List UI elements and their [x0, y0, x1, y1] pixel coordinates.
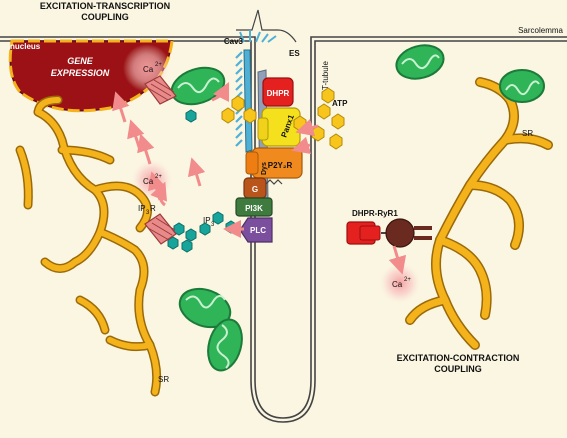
svg-text:3: 3: [211, 222, 215, 228]
atp-label: ATP: [332, 99, 348, 108]
panx1-channel: [257, 107, 301, 147]
svg-text:Ca: Ca: [143, 65, 154, 74]
svg-text:IP: IP: [138, 204, 146, 213]
extracellular-space-trace: [236, 9, 297, 43]
g-protein-linker: [265, 179, 283, 185]
ip3-label: IP 3: [203, 216, 215, 228]
gene-expression-line1: GENE: [67, 56, 94, 66]
pi3k-enzyme: [235, 197, 273, 217]
calcium-label-ryr: Ca 2+: [392, 277, 411, 289]
svg-text:2+: 2+: [155, 174, 162, 180]
svg-text:R: R: [150, 204, 156, 213]
plc-label: PLC: [250, 226, 266, 235]
sarcolemma-membrane: [0, 36, 567, 423]
dhpr-ryr1-complex: [346, 218, 432, 248]
nucleus-label: nucleus: [10, 42, 41, 51]
svg-text:2+: 2+: [404, 277, 411, 283]
mitochondrion-3: [499, 69, 545, 103]
sarcoplasmic-reticulum-left: [15, 95, 162, 397]
dhpr-ryr1-label: DHPR-RyR1: [352, 209, 398, 218]
ip3r-label: IP 3 R: [138, 204, 156, 216]
dys-label: Dys: [261, 162, 268, 175]
es-label: ES: [289, 49, 300, 58]
mitochondrion-1: [170, 66, 226, 106]
etc-title-line2: COUPLING: [81, 12, 129, 22]
g-label: G: [252, 185, 258, 194]
ip3r-sr-channel: [144, 213, 177, 245]
cav3-fringe: [239, 30, 277, 43]
ecc-title-line1: EXCITATION-CONTRACTION: [397, 353, 520, 363]
svg-text:3: 3: [146, 210, 150, 216]
calcium-label-nucleus: Ca 2+: [143, 62, 162, 74]
ip3r-nuclear-channel: [144, 75, 177, 105]
atp-molecules: [221, 87, 345, 150]
sr-label-left: SR: [158, 375, 169, 384]
sr-label-right: SR: [522, 129, 533, 138]
signal-arrows: [112, 81, 407, 275]
mitochondrion-5: [207, 318, 243, 372]
mitochondrion-2: [395, 44, 445, 80]
sarcoplasmic-reticulum-right: [405, 77, 553, 350]
p2y2r-label: P2Y₂R: [268, 161, 293, 170]
calcium-label-cytosol: Ca 2+: [143, 174, 162, 186]
svg-text:Ca: Ca: [143, 177, 154, 186]
ip3-molecules: [167, 109, 237, 253]
t-tubule-label: T-tubule: [321, 61, 330, 90]
ecc-title-line2: COUPLING: [434, 364, 482, 374]
dhpr-channel: [262, 77, 294, 107]
gene-expression-line2: EXPRESSION: [51, 68, 110, 78]
cav3-label: Cav3: [224, 37, 244, 46]
svg-text:2+: 2+: [155, 62, 162, 68]
sarcolemma-label: Sarcolemma: [518, 26, 563, 35]
svg-text:IP: IP: [203, 216, 211, 225]
cav3-protein: [235, 49, 253, 153]
svg-text:Ca: Ca: [392, 280, 403, 289]
etc-title-line1: EXCITATION-TRANSCRIPTION: [40, 1, 170, 11]
mitochondrion-4: [178, 287, 232, 329]
p2y2r-receptor: [245, 147, 303, 179]
pi3k-label: PI3K: [245, 204, 263, 213]
dhpr-label: DHPR: [267, 89, 290, 98]
